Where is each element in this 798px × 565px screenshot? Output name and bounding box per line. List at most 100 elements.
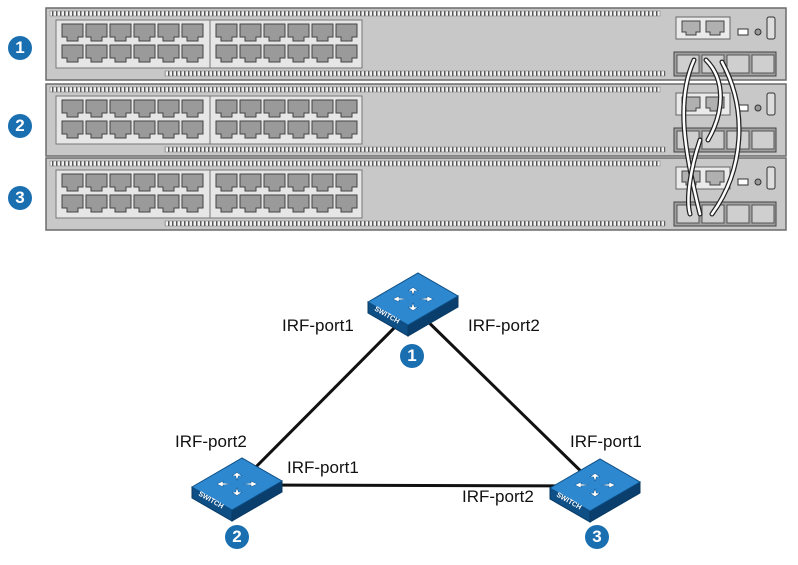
stack-cable-4 bbox=[687, 138, 702, 216]
rj45-port bbox=[85, 99, 108, 118]
switch-icon-arrow bbox=[589, 488, 601, 497]
rj45-port bbox=[215, 173, 238, 192]
rj45-port bbox=[311, 120, 334, 139]
rj45-port bbox=[61, 44, 84, 63]
rj45-port bbox=[311, 23, 334, 42]
rj45-port bbox=[311, 44, 334, 63]
rj45-port bbox=[133, 120, 156, 139]
topology-links bbox=[236, 306, 598, 488]
switch-icon-2: SWITCH bbox=[191, 457, 283, 522]
switch-icon-arrow bbox=[242, 480, 258, 488]
rj45-port bbox=[287, 194, 310, 213]
rj45-port bbox=[287, 173, 310, 192]
console-port bbox=[737, 178, 749, 186]
rj45-port bbox=[109, 194, 132, 213]
rj45-port bbox=[335, 44, 358, 63]
vent-strip-bottom bbox=[164, 220, 666, 227]
rj45-port bbox=[85, 194, 108, 213]
rj45-port bbox=[239, 44, 262, 63]
switch-icon-arrow bbox=[216, 480, 232, 488]
sfp-port bbox=[751, 130, 775, 150]
rj45-port bbox=[181, 44, 204, 63]
status-led bbox=[754, 28, 762, 36]
vent-strip-top bbox=[49, 86, 661, 93]
topology-node-badge-2: 2 bbox=[225, 525, 249, 549]
vent-strip-top bbox=[49, 10, 661, 17]
rj45-port bbox=[215, 23, 238, 42]
rj45-port bbox=[335, 23, 358, 42]
rj45-port bbox=[311, 173, 334, 192]
rj45-port bbox=[239, 23, 262, 42]
rj45-port bbox=[239, 99, 262, 118]
rj45-port bbox=[335, 194, 358, 213]
rj45-port bbox=[263, 44, 286, 63]
switch-chassis-1 bbox=[45, 7, 787, 81]
stack-member-badge-2: 2 bbox=[8, 114, 32, 138]
rj45-port bbox=[109, 120, 132, 139]
label-sw1-irf-port1: IRF-port1 bbox=[282, 316, 354, 335]
sfp-port bbox=[726, 54, 750, 74]
rj45-port bbox=[157, 99, 180, 118]
rj45-port bbox=[157, 44, 180, 63]
rj45-port bbox=[239, 194, 262, 213]
rj45-port bbox=[157, 173, 180, 192]
rj45-port bbox=[263, 120, 286, 139]
stack-cable-2 bbox=[682, 58, 702, 216]
switch-icon-arrow bbox=[418, 295, 434, 303]
switch-chassis-3 bbox=[45, 157, 787, 231]
rj45-port bbox=[85, 173, 108, 192]
rj45-port bbox=[335, 173, 358, 192]
link-1-3 bbox=[412, 306, 598, 488]
console-port bbox=[737, 28, 749, 36]
rj45-port bbox=[215, 44, 238, 63]
rj45-port bbox=[133, 194, 156, 213]
rj45-port bbox=[263, 173, 286, 192]
vent-strip-bottom bbox=[164, 70, 666, 77]
rj45-port bbox=[109, 23, 132, 42]
stack-cable-1 bbox=[704, 58, 722, 142]
mgmt-port bbox=[705, 20, 725, 36]
mgmt-port bbox=[705, 170, 725, 186]
rj45-port bbox=[263, 194, 286, 213]
rj45-port bbox=[263, 23, 286, 42]
label-sw3-irf-port2: IRF-port2 bbox=[462, 487, 534, 506]
rj45-port bbox=[181, 194, 204, 213]
rj45-port bbox=[61, 173, 84, 192]
sfp-port bbox=[726, 204, 750, 224]
rj45-port bbox=[133, 173, 156, 192]
switch-icon-arrow bbox=[231, 472, 243, 481]
rj45-port bbox=[287, 23, 310, 42]
label-sw1-irf-port2: IRF-port2 bbox=[468, 316, 540, 335]
switch-icon-arrow bbox=[407, 287, 419, 296]
switch-icon-top bbox=[549, 458, 641, 512]
switch-icon-top bbox=[367, 272, 459, 326]
sfp-port bbox=[751, 54, 775, 74]
switch-icon-arrow bbox=[231, 487, 243, 496]
rj45-port bbox=[215, 194, 238, 213]
switch-icon-top bbox=[191, 457, 283, 511]
rj45-port bbox=[109, 44, 132, 63]
switch-icon-3: SWITCH bbox=[549, 458, 641, 523]
rj45-port bbox=[109, 99, 132, 118]
rj45-port bbox=[239, 120, 262, 139]
rj45-port bbox=[335, 99, 358, 118]
rj45-port bbox=[109, 173, 132, 192]
switch-icon-1: SWITCH bbox=[367, 272, 459, 337]
label-sw2-irf-port1: IRF-port1 bbox=[287, 458, 359, 477]
rj45-port bbox=[61, 23, 84, 42]
rj45-port bbox=[287, 120, 310, 139]
switch-icon-arrow bbox=[392, 295, 408, 303]
usb-port bbox=[766, 92, 776, 116]
switch-icon-arrow bbox=[600, 481, 616, 489]
switch-chassis-2 bbox=[45, 83, 787, 157]
rj45-port bbox=[85, 23, 108, 42]
rj45-port bbox=[157, 120, 180, 139]
mgmt-port bbox=[681, 20, 701, 36]
rj45-port bbox=[133, 23, 156, 42]
switch-icons: SWITCH SWITCH SWITCH bbox=[191, 272, 641, 523]
rj45-port bbox=[85, 44, 108, 63]
rj45-port bbox=[181, 99, 204, 118]
rj45-port bbox=[133, 44, 156, 63]
rj45-port bbox=[157, 194, 180, 213]
